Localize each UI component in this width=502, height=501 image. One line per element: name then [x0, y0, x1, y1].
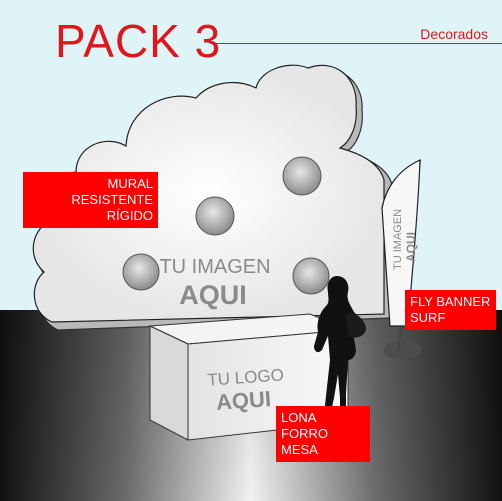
- fly-banner-base: [383, 340, 422, 359]
- fly-banner-image-line2: AQUI: [404, 232, 418, 262]
- fly-banner-label-line2: SURF: [410, 310, 446, 325]
- counter-label-line2: MESA: [281, 442, 318, 457]
- mural-image-line1: TU IMAGEN: [159, 256, 270, 278]
- mural-label-line2: RÍGIDO: [106, 208, 153, 223]
- person-silhouette: [314, 276, 363, 416]
- fly-banner-label-line1: FLY BANNER: [410, 294, 491, 309]
- mural-hole: [122, 253, 160, 291]
- mural-label: MURAL RESISTENTE RÍGIDO: [23, 172, 158, 228]
- mural-image-line2: AQUI: [179, 280, 247, 310]
- mural-hole: [282, 156, 322, 196]
- mural-hole: [195, 196, 235, 236]
- mural-label-line1: MURAL RESISTENTE: [71, 176, 153, 207]
- category-label: Decorados: [420, 26, 488, 42]
- page-title: PACK 3: [55, 15, 222, 67]
- counter-label-line1: LONA FORRO: [281, 410, 328, 441]
- person-handbag: [346, 313, 366, 338]
- counter-logo-line2: AQUI: [215, 386, 272, 415]
- fly-banner-label: FLY BANNER SURF: [405, 290, 496, 330]
- mural-hole: [292, 257, 330, 295]
- counter-label: LONA FORRO MESA: [276, 406, 370, 462]
- fly-banner-image-line1: TU IMAGEN: [392, 209, 404, 270]
- title-divider: [210, 43, 502, 44]
- counter-side: [149, 325, 189, 441]
